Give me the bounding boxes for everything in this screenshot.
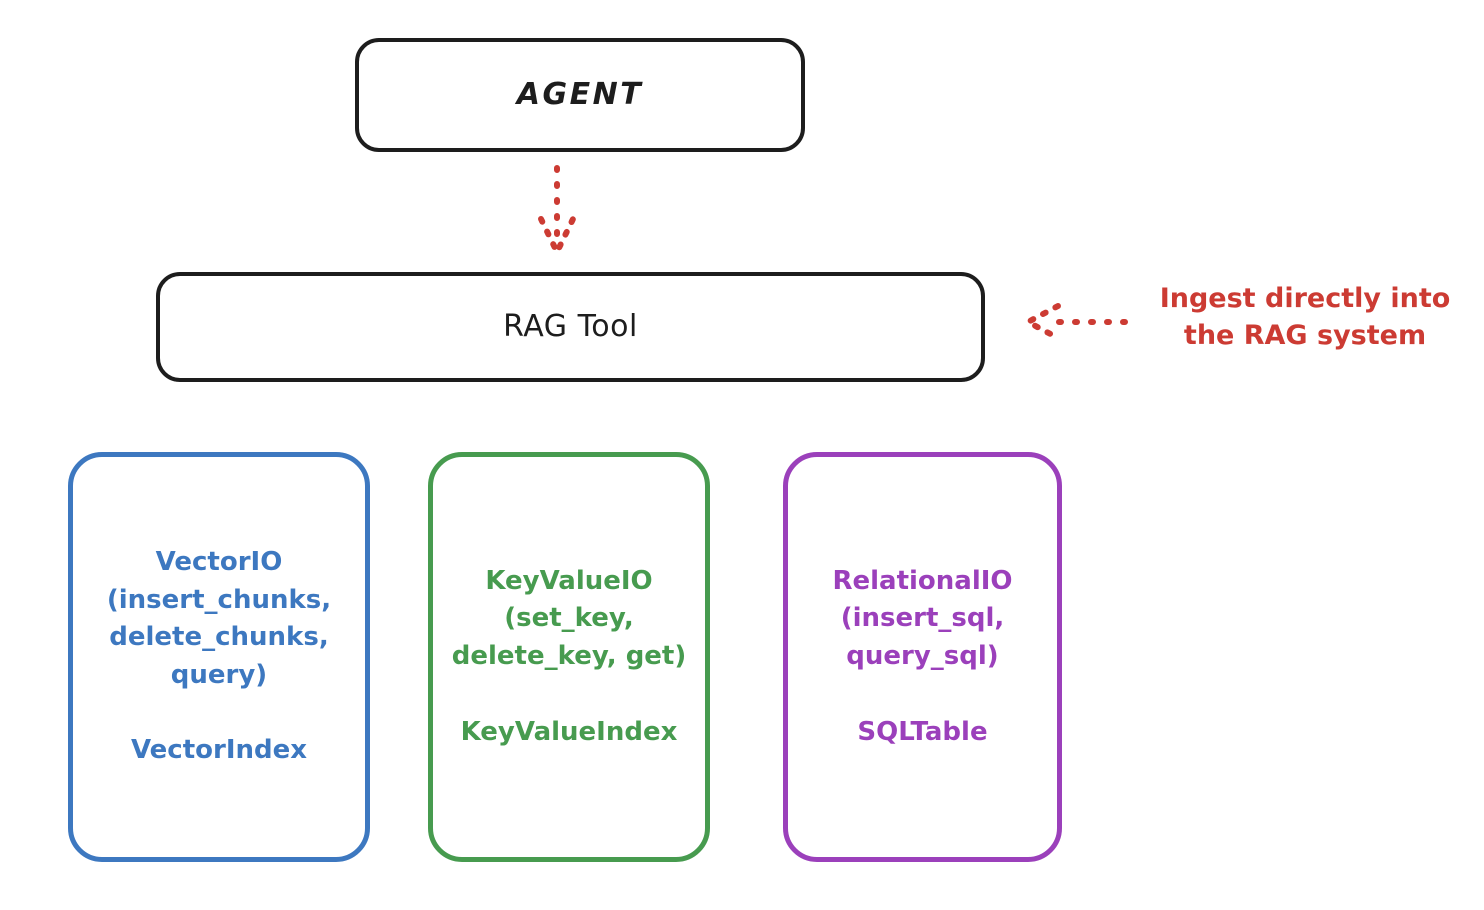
node-rag-tool-label: RAG Tool	[503, 309, 638, 345]
node-agent-label: AGENT	[516, 77, 644, 113]
annotation-ingest: Ingest directly into the RAG system	[1159, 283, 1451, 352]
arrow-ingest-to-rag-tool	[1025, 303, 1128, 341]
node-key-value-io[interactable]: KeyValueIO (set_key, delete_key, get) Ke…	[428, 452, 710, 862]
node-agent[interactable]: AGENT	[355, 38, 805, 152]
node-rag-tool[interactable]: RAG Tool	[156, 272, 985, 382]
node-key-value-io-label: KeyValueIO (set_key, delete_key, get) Ke…	[451, 565, 687, 747]
node-vector-io-label: VectorIO (insert_chunks, delete_chunks, …	[106, 546, 332, 766]
node-relational-io-label: RelationalIO (insert_sql, query_sql) SQL…	[832, 565, 1013, 747]
node-vector-io[interactable]: VectorIO (insert_chunks, delete_chunks, …	[68, 452, 370, 862]
arrow-agent-to-rag-tool	[538, 165, 576, 255]
node-relational-io[interactable]: RelationalIO (insert_sql, query_sql) SQL…	[783, 452, 1062, 862]
